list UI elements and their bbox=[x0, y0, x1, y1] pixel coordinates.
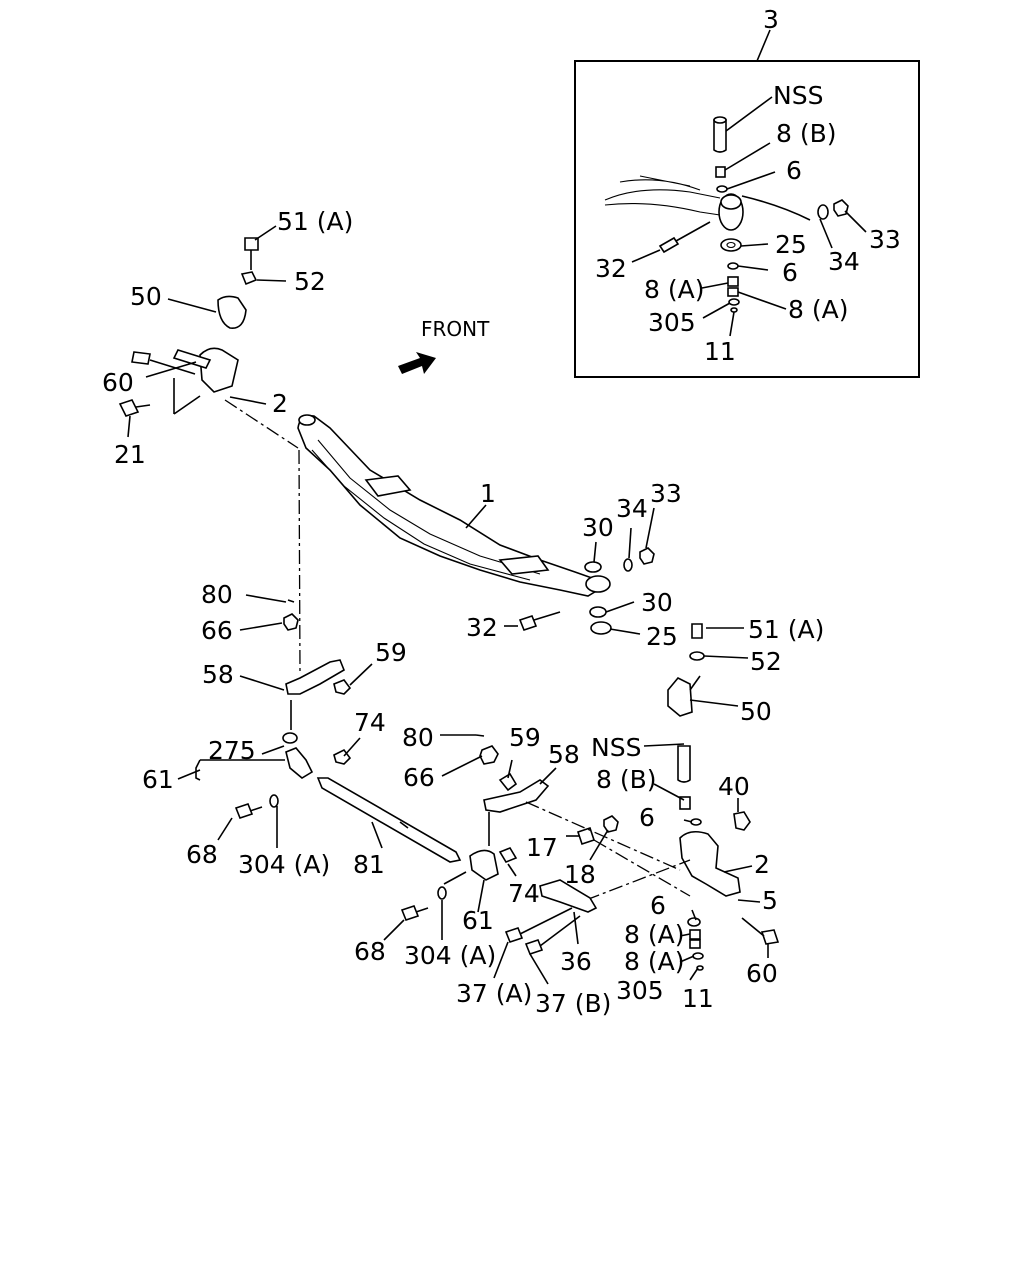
callout-60-right: 60 bbox=[746, 959, 778, 988]
callout-30-top: 30 bbox=[582, 513, 614, 542]
callout-2-right: 2 bbox=[754, 850, 770, 879]
callout-66-left: 66 bbox=[201, 616, 233, 645]
callout-8b-right: 8 (B) bbox=[596, 765, 657, 794]
callout-6-right-mid: 6 bbox=[650, 891, 666, 920]
front-label: FRONT bbox=[421, 317, 490, 341]
callout-21: 21 bbox=[114, 440, 146, 469]
callout-36: 36 bbox=[560, 947, 592, 976]
callout-305-right: 305 bbox=[616, 976, 664, 1005]
callout-51a-right: 51 (A) bbox=[748, 615, 824, 644]
callout-8a-inset-right: 8 (A) bbox=[788, 295, 848, 324]
callout-3: 3 bbox=[763, 5, 779, 34]
callout-37a: 37 (A) bbox=[456, 979, 532, 1008]
callout-30-bottom: 30 bbox=[641, 588, 673, 617]
callout-17: 17 bbox=[526, 833, 558, 862]
callout-8a-inset-left: 8 (A) bbox=[644, 275, 704, 304]
inset-kingpin-detail bbox=[574, 29, 920, 378]
callout-32-inset: 32 bbox=[595, 254, 627, 283]
callout-37b: 37 (B) bbox=[535, 989, 611, 1018]
callout-66-mid: 66 bbox=[403, 763, 435, 792]
inset-frame bbox=[574, 60, 920, 378]
callout-50-left: 50 bbox=[130, 282, 162, 311]
callout-33-inset: 33 bbox=[869, 225, 901, 254]
callout-8b-inset: 8 (B) bbox=[776, 119, 837, 148]
callout-58-mid: 58 bbox=[548, 740, 580, 769]
callout-33-right: 33 bbox=[650, 479, 682, 508]
callout-275: 275 bbox=[208, 736, 256, 765]
callout-80-left: 80 bbox=[201, 580, 233, 609]
callout-59-mid: 59 bbox=[509, 723, 541, 752]
callout-1: 1 bbox=[480, 479, 496, 508]
callout-11-right: 11 bbox=[682, 984, 714, 1013]
callout-80-mid: 80 bbox=[402, 723, 434, 752]
right-axle-end-hardware bbox=[504, 507, 655, 635]
callout-52-left: 52 bbox=[294, 267, 326, 296]
callout-81: 81 bbox=[353, 850, 385, 879]
callout-50-right: 50 bbox=[740, 697, 772, 726]
callout-6-inset-mid: 6 bbox=[782, 258, 798, 287]
callout-nss-inset: NSS bbox=[773, 81, 823, 110]
left-knuckle-assembly bbox=[118, 225, 287, 438]
callout-5: 5 bbox=[762, 886, 778, 915]
callout-61-mid: 61 bbox=[462, 906, 494, 935]
right-knuckle-assembly bbox=[643, 623, 780, 981]
callout-11-inset: 11 bbox=[704, 337, 736, 366]
callout-61-left: 61 bbox=[142, 765, 174, 794]
callout-34-right: 34 bbox=[616, 494, 648, 523]
callout-68-left: 68 bbox=[186, 840, 218, 869]
callout-34-inset: 34 bbox=[828, 247, 860, 276]
callout-6-right-top: 6 bbox=[639, 803, 655, 832]
callout-68-mid: 68 bbox=[354, 937, 386, 966]
callout-8a-right-bottom: 8 (A) bbox=[624, 947, 684, 976]
callout-60-left: 60 bbox=[102, 368, 134, 397]
callout-304a-left: 304 (A) bbox=[238, 850, 330, 879]
callout-304a-mid: 304 (A) bbox=[404, 941, 496, 970]
callout-74-left: 74 bbox=[354, 708, 386, 737]
callout-6-inset-top: 6 bbox=[786, 156, 802, 185]
front-axle-beam bbox=[297, 414, 611, 597]
front-direction-arrow bbox=[398, 352, 436, 374]
callout-nss-right: NSS bbox=[591, 733, 641, 762]
callout-18: 18 bbox=[564, 860, 596, 889]
callout-74-mid: 74 bbox=[508, 879, 540, 908]
centerline-steer-arm bbox=[298, 449, 301, 673]
callout-305-inset: 305 bbox=[648, 308, 696, 337]
callout-25-right: 25 bbox=[646, 622, 678, 651]
callout-51a-left: 51 (A) bbox=[277, 207, 353, 236]
callout-25-inset: 25 bbox=[775, 230, 807, 259]
callout-2-left: 2 bbox=[272, 389, 288, 418]
callout-32-right: 32 bbox=[466, 613, 498, 642]
left-steering-arm-group bbox=[177, 594, 462, 863]
callout-59-left: 59 bbox=[375, 638, 407, 667]
callout-labels: 3 NSS 8 (B) 6 32 25 34 33 6 8 (A) 8 (A) … bbox=[102, 5, 901, 1018]
centerline-left bbox=[224, 399, 299, 449]
callout-8a-right-top: 8 (A) bbox=[624, 920, 684, 949]
center-steering-arm-group bbox=[383, 734, 691, 985]
callout-58-left: 58 bbox=[202, 660, 234, 689]
callout-52-right: 52 bbox=[750, 647, 782, 676]
callout-40: 40 bbox=[718, 772, 750, 801]
